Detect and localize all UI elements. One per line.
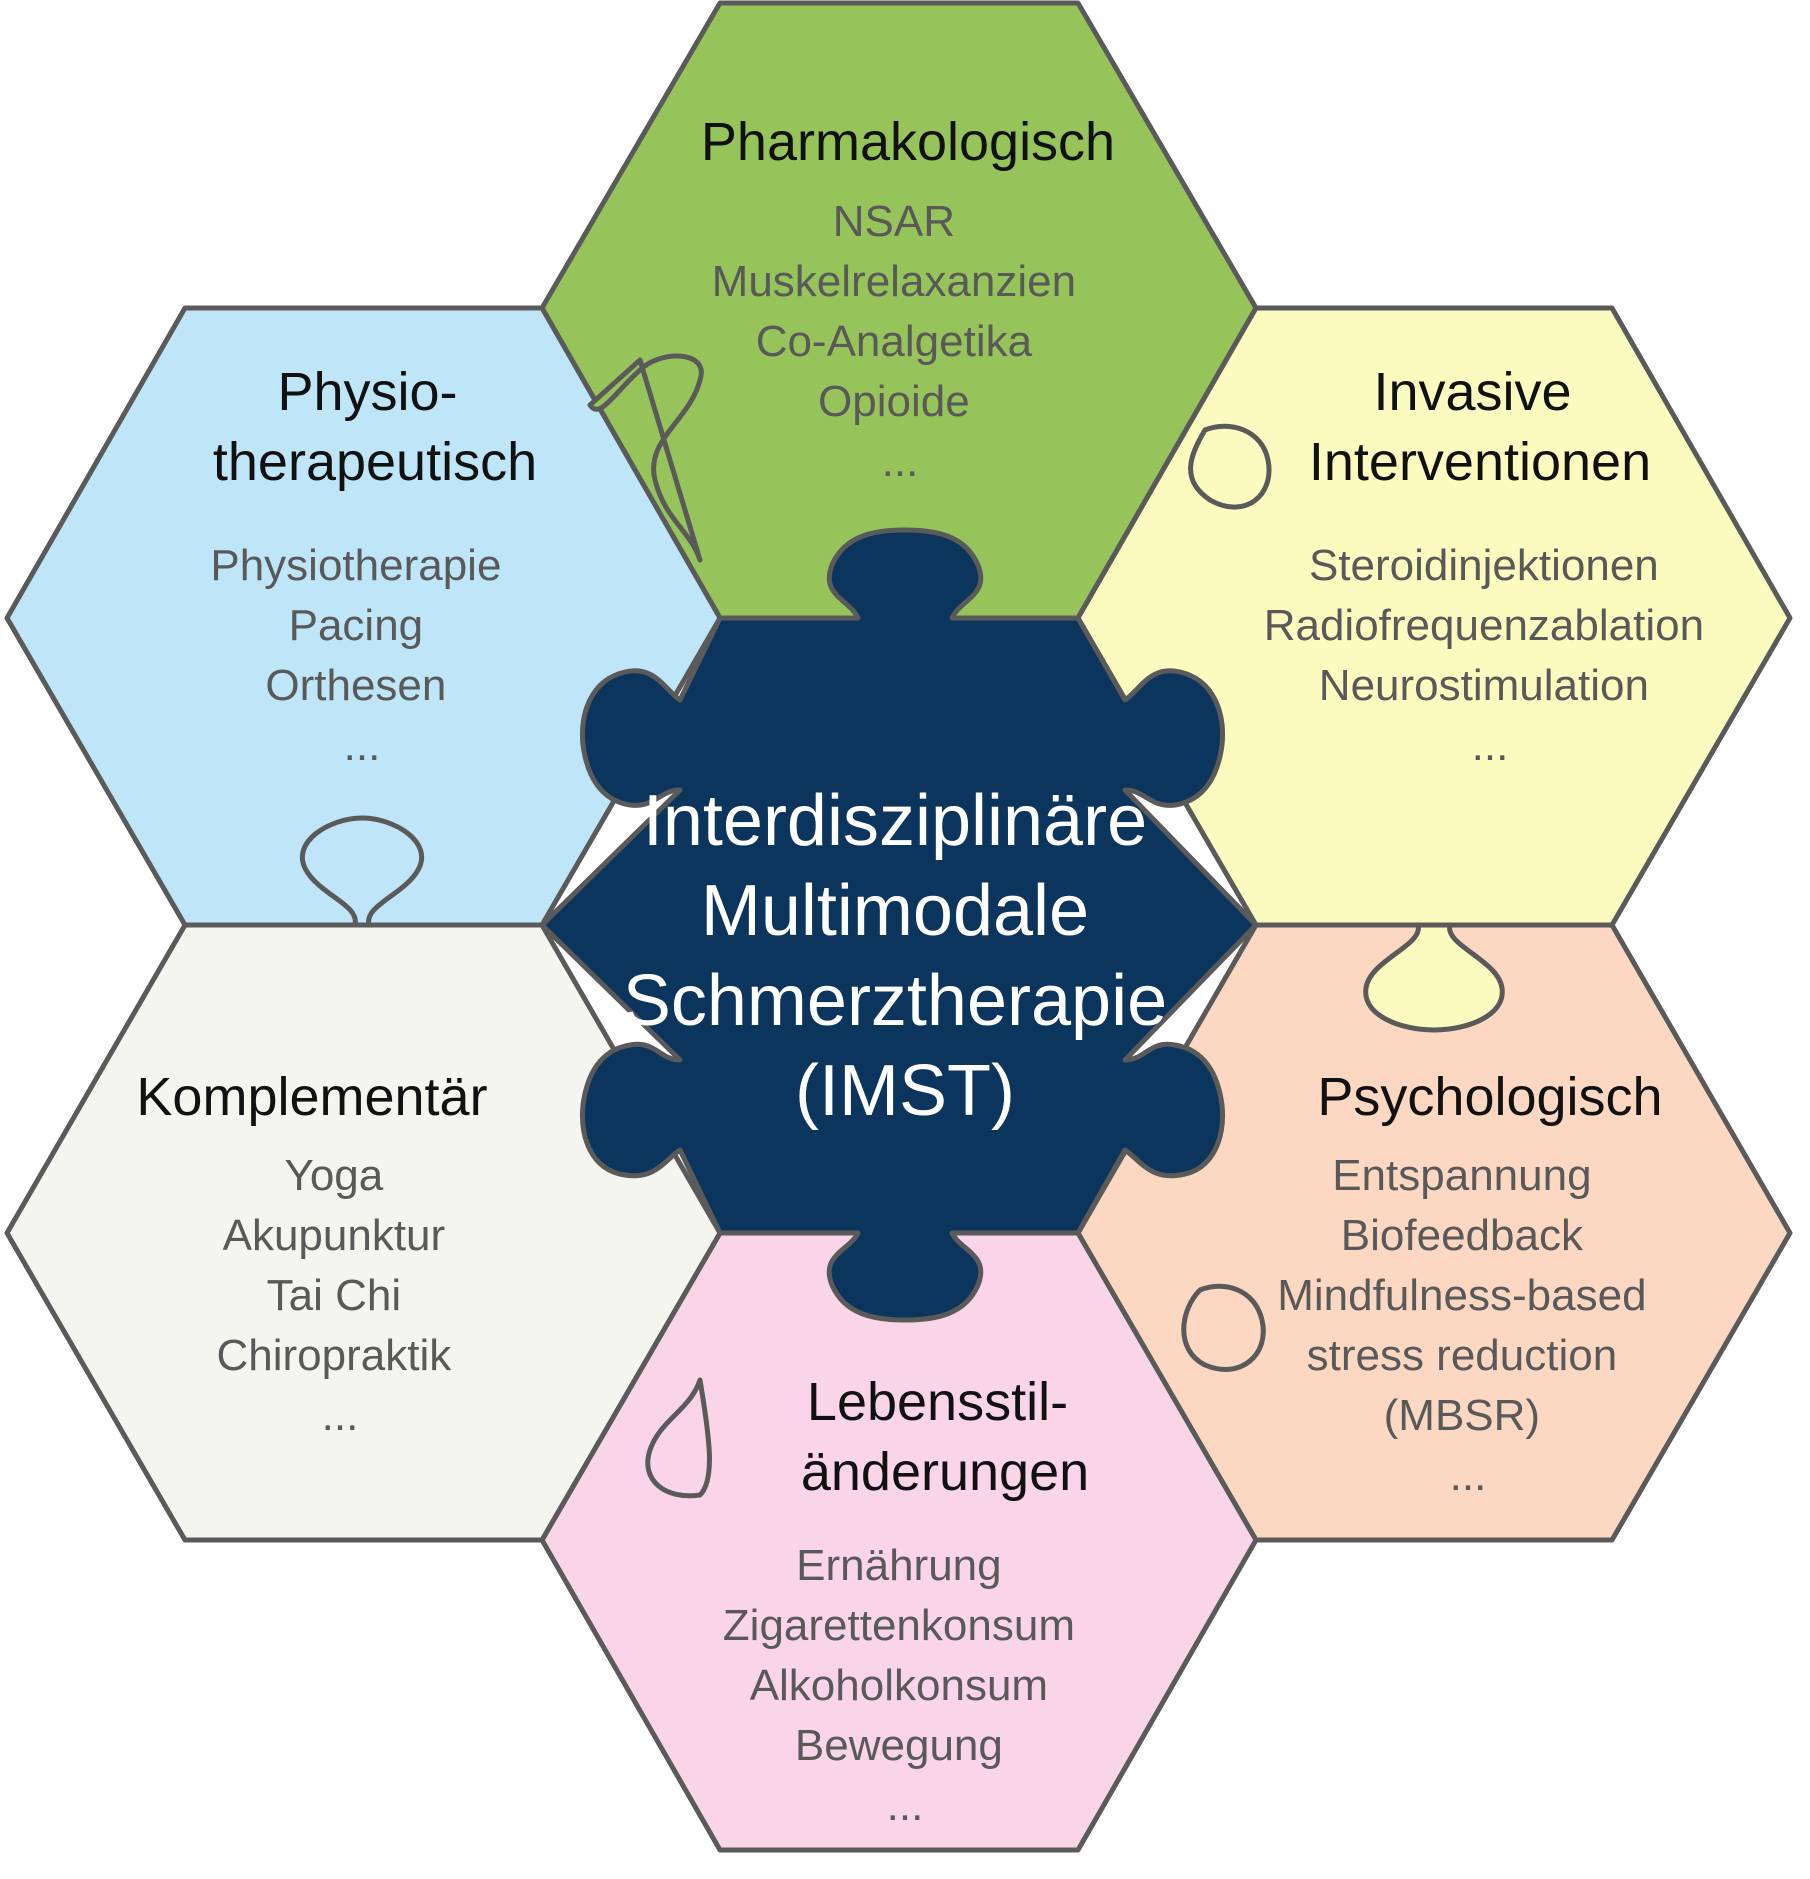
list-item: Opioide [818, 377, 970, 426]
list-item: Orthesen [265, 661, 446, 710]
title-pharmakologisch: Pharmakologisch [701, 112, 1115, 172]
title-line: Interventionen [1309, 432, 1651, 492]
list-item: ... [322, 1391, 359, 1440]
list-item: ... [1472, 721, 1509, 770]
piece-lebensstilaenderungen: Lebensstil- änderungen Ernährung Zigaret… [539, 1230, 1259, 1853]
list-item: Entspannung [1332, 1151, 1591, 1200]
list-item: ... [344, 721, 381, 770]
list-item: Pacing [289, 601, 424, 650]
items-psychologisch: Entspannung Biofeedback Mindfulness-base… [1277, 1151, 1659, 1500]
center-title-line: (IMST) [795, 1051, 1015, 1131]
tab-invasive-bottom [1363, 922, 1505, 1033]
list-item: Tai Chi [267, 1271, 402, 1320]
piece-psychologisch: Psychologisch Entspannung Biofeedback Mi… [1075, 922, 1793, 1543]
title-line: Komplementär [136, 1067, 487, 1127]
title-physiotherapeutisch: Physio- therapeutisch [213, 362, 537, 492]
list-item: ... [1450, 1451, 1487, 1500]
list-item: Akupunktur [223, 1211, 446, 1260]
list-item: Alkoholkonsum [750, 1661, 1048, 1710]
title-psychologisch: Psychologisch [1317, 1067, 1662, 1127]
title-line: Pharmakologisch [701, 112, 1115, 172]
piece-pharmakologisch: Pharmakologisch NSAR Muskelrelaxanzien C… [539, 0, 1259, 621]
list-item: Yoga [285, 1151, 384, 1200]
list-item: Muskelrelaxanzien [712, 257, 1076, 306]
list-item: Neurostimulation [1319, 661, 1649, 710]
list-item: Co-Analgetika [756, 317, 1033, 366]
list-item: ... [882, 437, 919, 486]
title-lebensstilaenderungen: Lebensstil- änderungen [801, 1372, 1089, 1502]
center-title-line: Multimodale [701, 871, 1089, 951]
center-title-line: Interdisziplinäre [643, 781, 1147, 861]
items-lebensstilaenderungen: Ernährung Zigarettenkonsum Alkoholkonsum… [723, 1541, 1087, 1830]
piece-center-imst: Interdisziplinäre Multimodale Schmerzthe… [539, 527, 1259, 1323]
list-item: Mindfulness-based [1277, 1271, 1646, 1320]
list-item: Ernährung [796, 1541, 1001, 1590]
center-title-line: Schmerztherapie [623, 961, 1167, 1041]
piece-physiotherapeutisch: Physio- therapeutisch Physiotherapie Pac… [4, 305, 723, 928]
items-physiotherapeutisch: Physiotherapie Pacing Orthesen ... [210, 541, 513, 770]
list-item: Chiropraktik [217, 1331, 453, 1380]
list-item: Physiotherapie [210, 541, 501, 590]
list-item: Radiofrequenzablation [1264, 601, 1704, 650]
center-piece-shape [539, 527, 1259, 1323]
puzzle-tabs [299, 353, 1505, 1499]
tab-physio-bottom [299, 815, 425, 928]
tab-invasive-left [1188, 423, 1272, 510]
title-line: Lebensstil- [807, 1372, 1068, 1432]
items-invasive-interventionen: Steroidinjektionen Radiofrequenzablation… [1264, 541, 1717, 770]
title-line: Invasive [1373, 362, 1571, 422]
list-item: (MBSR) [1384, 1391, 1540, 1440]
center-title: Interdisziplinäre Multimodale Schmerzthe… [623, 781, 1187, 1131]
title-line: Psychologisch [1317, 1067, 1662, 1127]
tab-psycho-left [1181, 1283, 1266, 1372]
title-invasive-interventionen: Invasive Interventionen [1309, 362, 1651, 492]
list-item: ... [887, 1781, 924, 1830]
title-line: änderungen [801, 1442, 1089, 1502]
title-line: Physio- [277, 362, 457, 422]
title-line: therapeutisch [213, 432, 537, 492]
list-item: stress reduction [1307, 1331, 1618, 1380]
title-komplementaer: Komplementär [136, 1067, 487, 1127]
items-komplementaer: Yoga Akupunktur Tai Chi Chiropraktik ... [217, 1151, 464, 1440]
tab-pharma-left [587, 353, 704, 563]
items-pharmakologisch: NSAR Muskelrelaxanzien Co-Analgetika Opi… [712, 197, 1089, 486]
list-item: Biofeedback [1341, 1211, 1584, 1260]
tab-lebensstil-left [645, 1377, 712, 1499]
piece-komplementaer: Komplementär Yoga Akupunktur Tai Chi Chi… [4, 922, 723, 1543]
list-item: Bewegung [795, 1721, 1003, 1770]
list-item: Zigarettenkonsum [723, 1601, 1075, 1650]
list-item: NSAR [833, 197, 955, 246]
list-item: Steroidinjektionen [1309, 541, 1659, 590]
